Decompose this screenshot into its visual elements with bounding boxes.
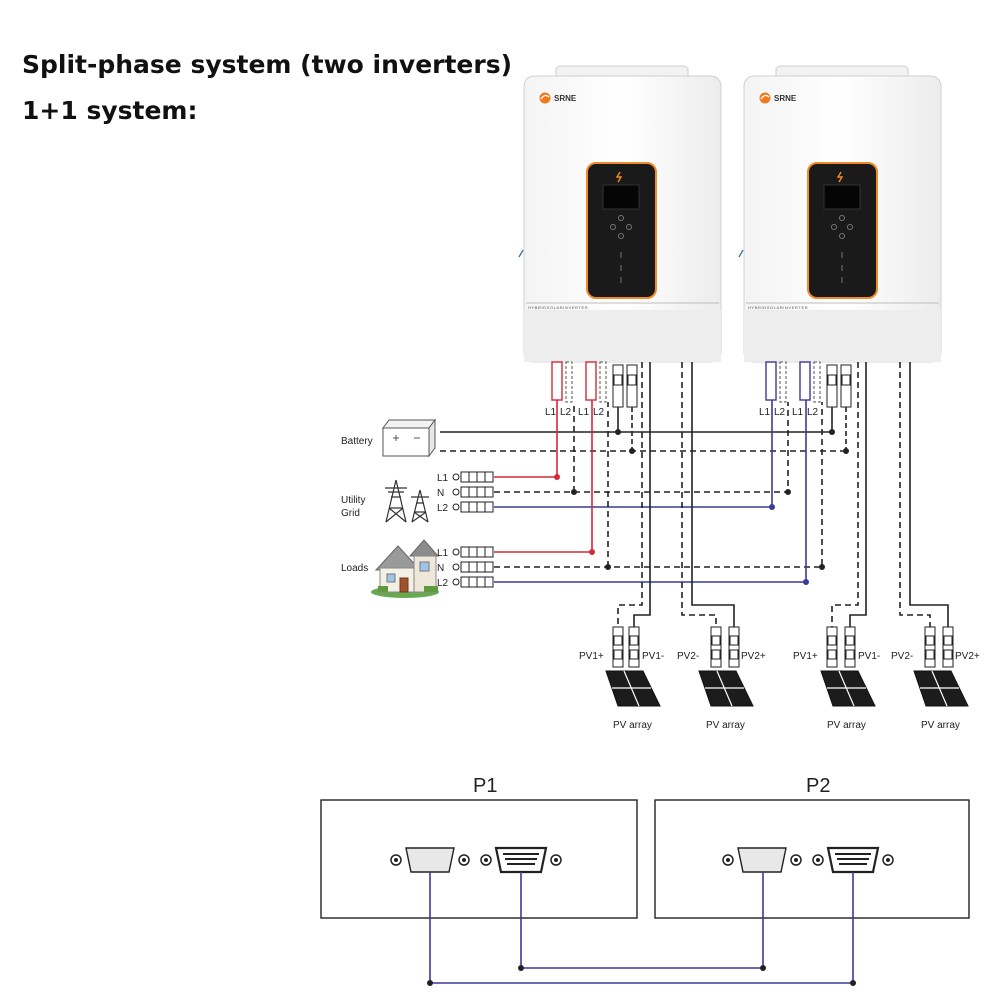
terminal-l2-grid: L2 — [560, 407, 572, 418]
terminal-l2-load: L2 — [807, 407, 819, 418]
terminal-l2-grid: L2 — [774, 407, 786, 418]
inverter-1-terminals: L1 L2 L1 L2 — [545, 361, 638, 418]
pv-array-label: PV array — [921, 720, 960, 731]
house-icon — [371, 539, 440, 598]
parallel-port-in — [390, 847, 470, 873]
pv-array-label: PV array — [706, 720, 745, 731]
battery-label: Battery — [341, 436, 373, 447]
wiring — [440, 362, 949, 628]
pv-label: PV2- — [677, 651, 699, 662]
pv-breaker-labels: PV1+ PV1- PV2- PV2+ PV1+ PV1- PV2- PV2+ — [579, 651, 980, 662]
pv-array-label: PV array — [613, 720, 652, 731]
terminal-l1-grid: L1 — [545, 407, 557, 418]
terminal-l1-load: L1 — [792, 407, 804, 418]
diagram-title: Split-phase system (two inverters) — [22, 50, 513, 79]
battery-icon — [382, 418, 436, 458]
model-label: HYBRIDSOLARINVERTER — [528, 305, 588, 310]
load-breakers: L1 N L2 — [437, 546, 494, 589]
display-panel — [586, 162, 657, 299]
unit-p2 — [654, 799, 970, 919]
pv-panel-icon — [698, 670, 754, 707]
load-l1-label: L1 — [437, 548, 449, 559]
pv-label: PV1+ — [579, 651, 604, 662]
model-label: HYBRIDSOLARINVERTER — [748, 305, 808, 310]
pv-label: PV1- — [858, 651, 880, 662]
grid-breakers: L1 N L2 — [437, 471, 494, 514]
unit-p2-label: P2 — [806, 775, 830, 797]
parallel-cables — [427, 872, 856, 986]
parallel-port-out — [812, 846, 894, 874]
pv-label: PV1- — [642, 651, 664, 662]
pv-label: PV1+ — [793, 651, 818, 662]
parallel-port-in — [722, 847, 802, 873]
inverter-2: SRNE HYBRIDSOLARINVERTER — [738, 65, 942, 363]
load-l2-label: L2 — [437, 578, 449, 589]
pv-breakers — [612, 626, 954, 668]
terminal-l1-load: L1 — [578, 407, 590, 418]
pv-label: PV2+ — [741, 651, 766, 662]
pv-panel-icon — [605, 670, 661, 707]
pv-label: PV2- — [891, 651, 913, 662]
utility-grid-tower-icon — [385, 479, 429, 523]
utility-label-line2: Grid — [341, 508, 360, 519]
pv-panel-icon — [913, 670, 969, 707]
grid-l1-label: L1 — [437, 473, 449, 484]
diagram-subtitle: 1+1 system: — [22, 96, 198, 125]
grid-l2-label: L2 — [437, 503, 449, 514]
loads-label: Loads — [341, 563, 368, 574]
pv-array-label: PV array — [827, 720, 866, 731]
inverter-2-terminals: L1 L2 L1 L2 — [759, 361, 852, 418]
brand-name: SRNE — [554, 94, 577, 103]
parallel-port-out — [480, 846, 562, 874]
unit-p1 — [320, 799, 638, 919]
inverter-1: SRNE HYBRIDSOLARINVERTER — [518, 65, 722, 363]
terminal-l2-load: L2 — [593, 407, 605, 418]
pv-label: PV2+ — [955, 651, 980, 662]
brand-logo: SRNE — [759, 92, 797, 104]
bolt-icon — [615, 171, 623, 183]
load-n-label: N — [437, 563, 444, 574]
brand-logo: SRNE — [539, 92, 577, 104]
grid-n-label: N — [437, 488, 444, 499]
junction-dots — [554, 429, 849, 585]
brand-name: SRNE — [774, 94, 797, 103]
display-panel — [807, 162, 878, 299]
bolt-icon — [836, 171, 844, 183]
unit-p1-label: P1 — [473, 775, 497, 797]
utility-label-line1: Utility — [341, 495, 365, 506]
pv-panel-icon — [820, 670, 876, 707]
terminal-l1-grid: L1 — [759, 407, 771, 418]
